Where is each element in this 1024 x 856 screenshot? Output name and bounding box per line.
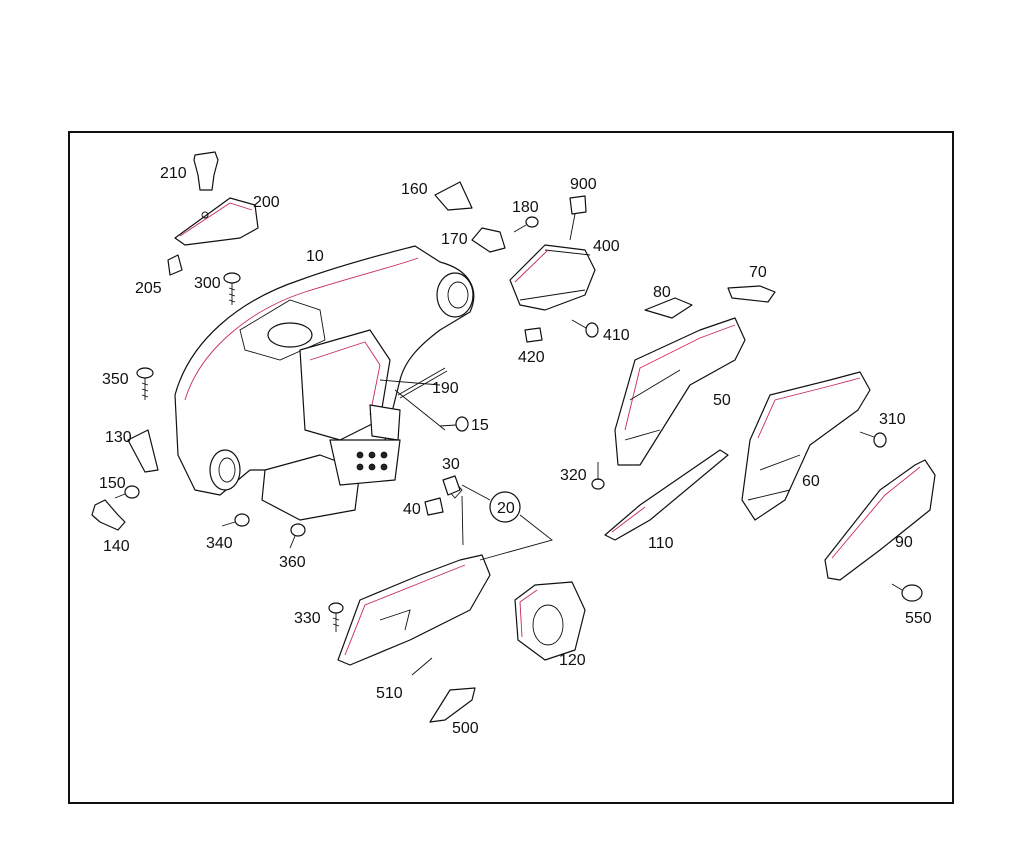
label-120: 120 <box>559 652 586 669</box>
label-15: 15 <box>471 417 489 434</box>
part-510 <box>411 657 433 676</box>
screw-320 <box>591 462 605 490</box>
label-50: 50 <box>713 392 731 409</box>
bracket-170-part <box>471 227 506 253</box>
label-340: 340 <box>206 535 233 552</box>
strip-190-part <box>397 367 448 399</box>
trim-60-part <box>741 371 871 521</box>
part-120 <box>514 581 586 661</box>
label-500: 500 <box>452 720 479 737</box>
label-180: 180 <box>512 199 539 216</box>
part-70 <box>727 285 776 303</box>
label-320: 320 <box>560 467 587 484</box>
label-110: 110 <box>648 535 674 552</box>
label-210: 210 <box>160 165 187 182</box>
label-40: 40 <box>403 501 421 518</box>
bracket-140-part <box>91 499 126 531</box>
label-300: 300 <box>194 275 221 292</box>
label-900: 900 <box>570 176 597 193</box>
bolt-150 <box>114 485 140 499</box>
speaker-part <box>193 151 219 191</box>
label-20: 20 <box>497 500 515 517</box>
strip-110-part <box>604 449 729 541</box>
label-205: 205 <box>135 280 162 297</box>
top-cover-part <box>174 197 259 246</box>
screw-340 <box>221 513 250 527</box>
label-900-part <box>569 195 587 215</box>
screw-180 <box>513 216 539 233</box>
label-90: 90 <box>895 534 913 551</box>
part-500 <box>429 687 476 723</box>
label-330: 330 <box>294 610 321 627</box>
label-80: 80 <box>653 284 671 301</box>
label-160: 160 <box>401 181 428 198</box>
label-190: 190 <box>432 380 459 397</box>
label-150: 150 <box>99 475 126 492</box>
trim-50-part <box>614 317 746 466</box>
screw-15 <box>439 416 469 432</box>
clip-550-part <box>891 583 923 602</box>
trim-130-part <box>127 429 159 473</box>
label-140: 140 <box>103 538 130 555</box>
fastener-30-part <box>442 475 461 496</box>
nut-420-part <box>524 327 543 343</box>
label-310: 310 <box>879 411 906 428</box>
label-510: 510 <box>376 685 403 702</box>
label-60: 60 <box>802 473 820 490</box>
label-130: 130 <box>105 429 132 446</box>
dashboard-part <box>174 245 475 521</box>
label-400: 400 <box>593 238 620 255</box>
clip-part <box>167 254 183 276</box>
label-360: 360 <box>279 554 306 571</box>
screw-310 <box>859 431 887 448</box>
screw-300 <box>223 272 241 305</box>
label-410: 410 <box>603 327 630 344</box>
diagram-frame <box>68 131 954 804</box>
label-170: 170 <box>441 231 468 248</box>
screw-360 <box>289 523 306 549</box>
label-200: 200 <box>253 194 280 211</box>
label-420: 420 <box>518 349 545 366</box>
label-30: 30 <box>442 456 460 473</box>
label-70: 70 <box>749 264 767 281</box>
screw-330 <box>328 602 344 632</box>
label-350: 350 <box>102 371 129 388</box>
screw-410 <box>571 319 599 338</box>
nut-40-part <box>424 497 444 516</box>
trim-90-part <box>824 459 936 581</box>
label-550: 550 <box>905 610 932 627</box>
callout-20 <box>461 484 553 561</box>
glovebox-20-part <box>337 481 491 666</box>
airbag-400-part <box>509 244 596 311</box>
cover-160-part <box>434 181 473 211</box>
part-80 <box>644 297 693 319</box>
label-10: 10 <box>306 248 324 265</box>
screw-350 <box>136 367 154 400</box>
